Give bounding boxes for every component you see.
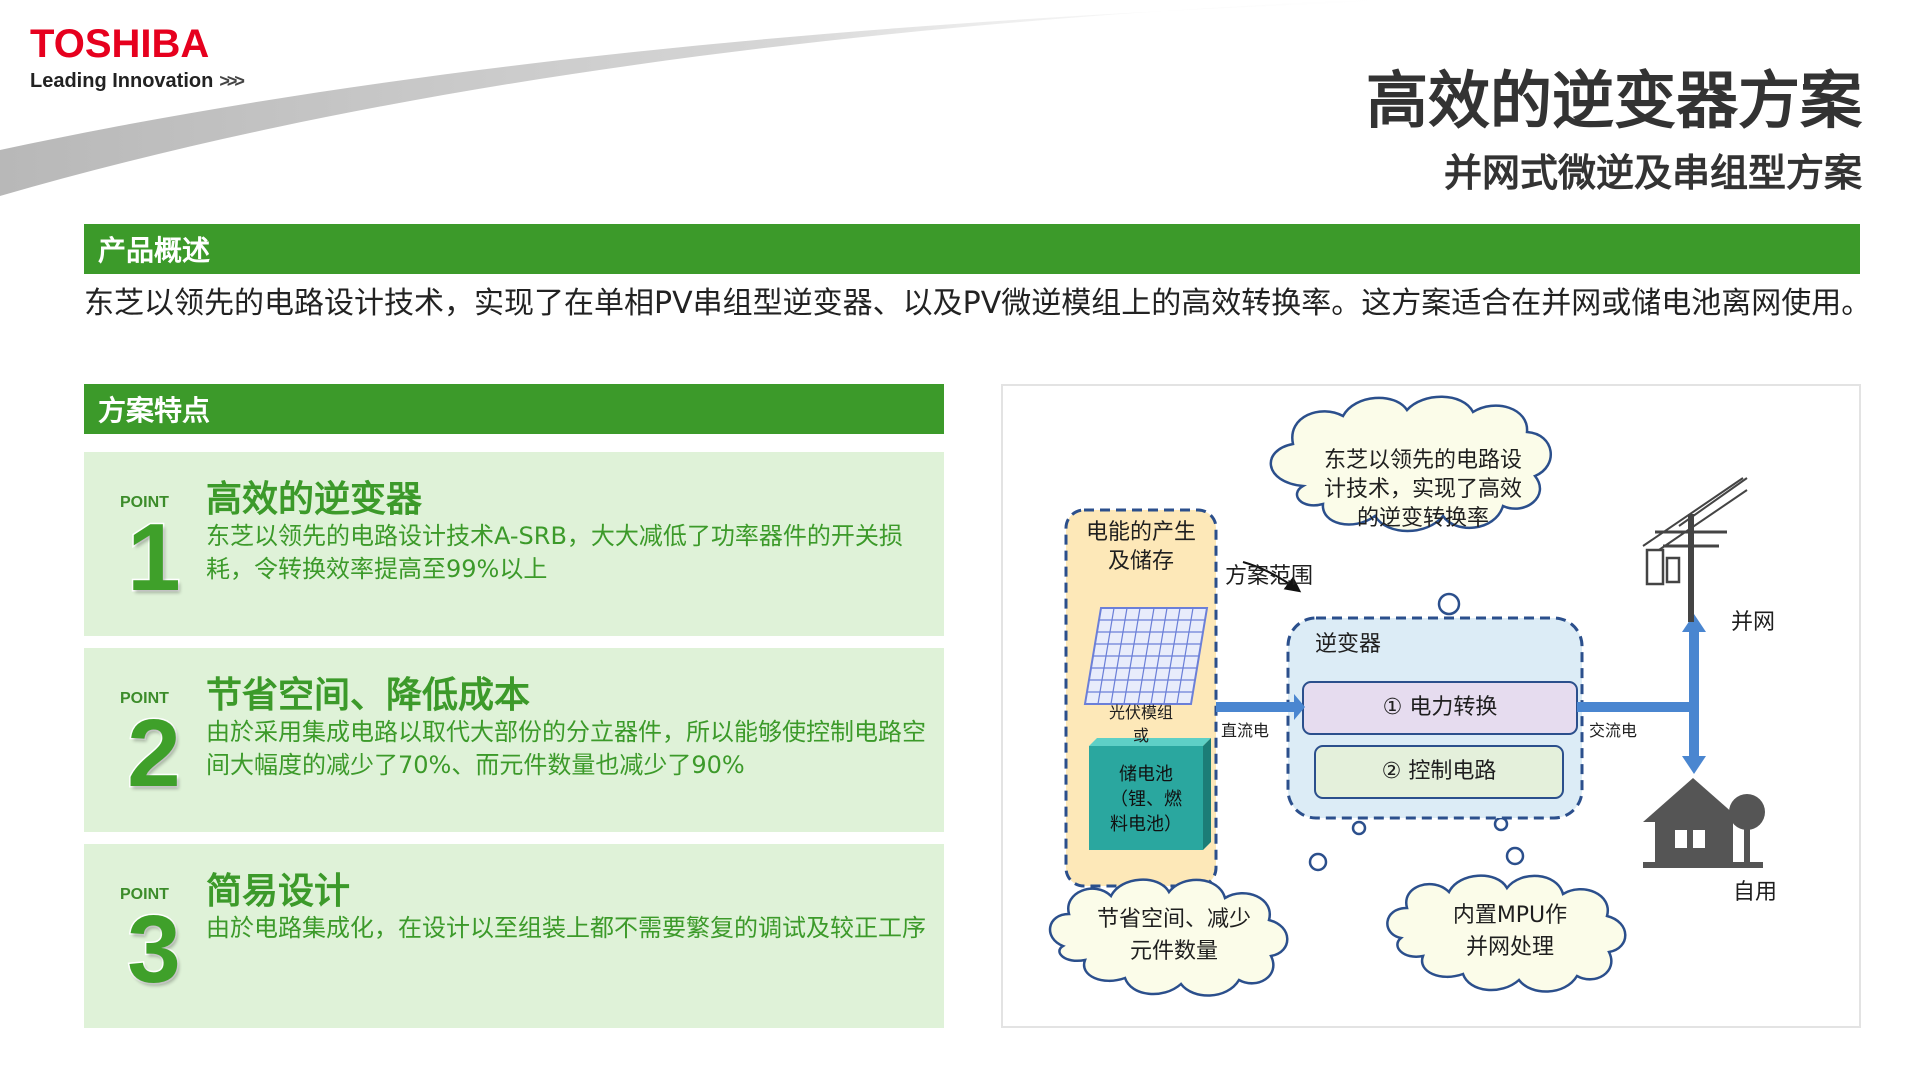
bubble — [1505, 846, 1525, 866]
header-swoosh — [0, 0, 1420, 196]
bubble — [1493, 816, 1509, 832]
feature-title: 高效的逆变器 — [206, 479, 423, 520]
point-label: POINT — [120, 494, 169, 511]
cloud-right-shape — [1386, 874, 1627, 993]
ac-label: 交流电 — [1589, 721, 1638, 740]
scope-label: 方案范围 — [1225, 564, 1314, 589]
solution-diagram: 东芝以领先的电路设 计技术，实现了高效 的逆变转换率 电能的产生 及储存 光伏模… — [1001, 384, 1861, 1028]
point-label: POINT — [120, 690, 169, 707]
scope-arrow — [1242, 561, 1302, 593]
cloud-right-text: 内置MPU作 并网处理 — [1452, 903, 1568, 960]
cloud-left-shape — [1048, 878, 1289, 997]
feature-card-2: POINT 2 节省空间、降低成本 由於采用集成电路以取代大部份的分立器件，所以… — [84, 648, 944, 832]
feature-title: 简易设计 — [206, 871, 351, 912]
point-label: POINT — [120, 886, 169, 903]
diagram-graphics — [1048, 395, 1765, 997]
overview-text: 东芝以领先的电路设计技术，实现了在单相PV串组型逆变器、以及PV微逆模组上的高效… — [84, 286, 1872, 321]
tagline-chevron-icon: >>> — [219, 71, 244, 91]
features-heading: 方案特点 — [84, 384, 944, 434]
battery-icon — [1089, 738, 1211, 850]
cloud-left-text: 节省空间、减少 元件数量 — [1096, 907, 1251, 964]
logo-tagline: Leading Innovation >>> — [30, 70, 245, 93]
block2-box — [1314, 745, 1564, 799]
pv-label: 光伏模组 — [1108, 703, 1173, 722]
logo-wordmark: TOSHIBA — [30, 22, 210, 66]
tagline-text: Leading Innovation — [30, 70, 214, 92]
feature-card-1: POINT 1 高效的逆变器 东芝以领先的电路设计技术A-SRB，大大减低了功率… — [84, 452, 944, 636]
point-number: 1 — [126, 504, 182, 611]
point-number: 3 — [126, 896, 182, 1003]
page-subtitle: 并网式微逆及串组型方案 — [1443, 151, 1862, 195]
house-icon — [1643, 778, 1765, 868]
bubble — [1437, 592, 1461, 616]
pv-panel-icon — [1083, 607, 1209, 705]
cloud-top-shape — [1269, 395, 1552, 533]
block1-label: ① 电力转换 — [1382, 695, 1498, 720]
battery-label: 储电池 （锂、燃 料电池） — [1110, 764, 1182, 835]
self-use-label: 自用 — [1733, 880, 1778, 905]
bubble — [1351, 820, 1367, 836]
or-label: 或 — [1132, 726, 1149, 745]
page-title: 高效的逆变器方案 — [1365, 64, 1862, 137]
dc-arrow — [1216, 694, 1305, 720]
feature-text: 东芝以领先的电路设计技术A-SRB，大大减低了功率器件的开关损耗，令转换效率提高… — [206, 522, 903, 583]
feature-card-3: POINT 3 简易设计 由於电路集成化，在设计以至组装上都不需要繁复的调试及较… — [84, 844, 944, 1028]
bubble — [1308, 852, 1328, 872]
feature-text: 由於采用集成电路以取代大部份的分立器件，所以能够使控制电路空间大幅度的减少了70… — [206, 718, 926, 779]
feature-text: 由於电路集成化，在设计以至组装上都不需要繁复的调试及较正工序 — [206, 914, 926, 942]
block2-label: ② 控制电路 — [1381, 759, 1497, 784]
cloud-top-text: 东芝以领先的电路设 计技术，实现了高效 的逆变转换率 — [1323, 448, 1522, 531]
toshiba-logo: TOSHIBA Leading Innovation >>> — [30, 22, 245, 93]
inverter-title: 逆变器 — [1315, 632, 1382, 657]
ac-arrow — [1577, 614, 1706, 774]
overview-heading: 产品概述 — [84, 224, 1860, 274]
feature-title: 节省空间、降低成本 — [206, 675, 531, 716]
utility-pole-icon — [1642, 477, 1748, 622]
grid-label: 并网 — [1731, 610, 1776, 635]
dc-label: 直流电 — [1221, 721, 1270, 740]
source-title: 电能的产生 及储存 — [1085, 520, 1196, 574]
point-number: 2 — [126, 700, 182, 807]
